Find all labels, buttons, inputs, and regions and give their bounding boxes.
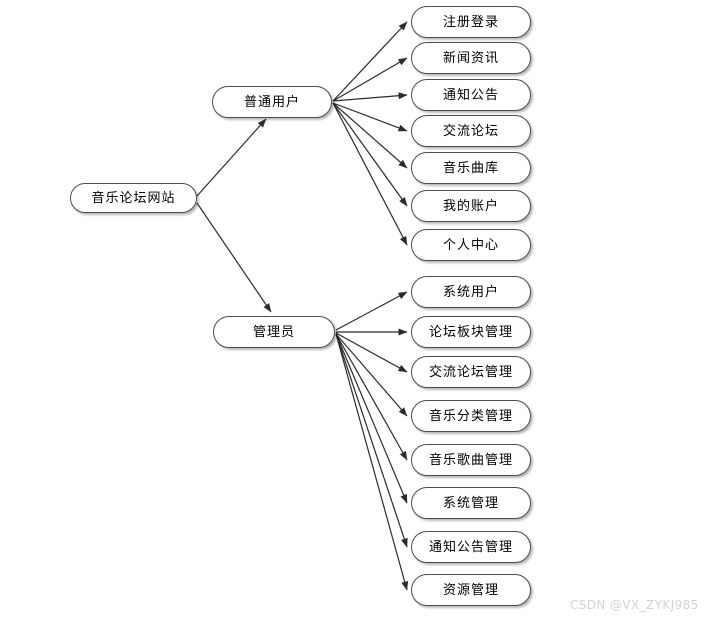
node-leaf-label: 资源管理 — [442, 582, 499, 598]
edge-admin-to-leaf-4 — [335, 333, 408, 417]
node-branch-user[interactable]: 普通用户 — [212, 86, 332, 118]
node-leaf-label: 个人中心 — [442, 237, 499, 253]
node-leaf-label: 我的账户 — [442, 198, 499, 214]
node-leaf-admin-system-manage[interactable]: 系统管理 — [411, 487, 531, 519]
node-leaf-label: 注册登录 — [442, 14, 499, 30]
edge-root-to-admin — [196, 202, 272, 313]
edge-admin-to-leaf-5 — [335, 333, 408, 461]
node-branch-user-label: 普通用户 — [243, 94, 300, 110]
node-leaf-user-notice[interactable]: 通知公告 — [411, 79, 531, 111]
node-root[interactable]: 音乐论坛网站 — [70, 183, 197, 213]
node-leaf-user-news[interactable]: 新闻资讯 — [411, 42, 531, 74]
edge-user-to-leaf-5 — [332, 102, 408, 169]
edge-admin-to-leaf-6 — [335, 333, 408, 504]
node-leaf-label: 交流论坛管理 — [428, 364, 513, 380]
node-branch-admin[interactable]: 管理员 — [213, 316, 335, 348]
node-leaf-user-forum[interactable]: 交流论坛 — [411, 115, 531, 147]
node-leaf-admin-system-user[interactable]: 系统用户 — [411, 276, 531, 308]
edge-root-to-user — [196, 118, 267, 197]
node-leaf-admin-music-category[interactable]: 音乐分类管理 — [411, 400, 531, 432]
node-leaf-label: 交流论坛 — [442, 123, 499, 139]
node-leaf-label: 论坛板块管理 — [428, 324, 513, 340]
node-leaf-admin-forum-manage[interactable]: 交流论坛管理 — [411, 356, 531, 388]
edge-user-to-leaf-6 — [332, 102, 408, 207]
edge-user-to-leaf-4 — [332, 102, 408, 132]
node-branch-admin-label: 管理员 — [252, 324, 295, 340]
edge-admin-to-leaf-8 — [335, 333, 409, 591]
node-leaf-user-music-library[interactable]: 音乐曲库 — [411, 152, 531, 184]
node-leaf-label: 新闻资讯 — [442, 50, 499, 66]
node-leaf-label: 音乐歌曲管理 — [428, 452, 513, 468]
node-leaf-label: 音乐分类管理 — [428, 408, 513, 424]
edge-user-to-leaf-2 — [332, 57, 408, 102]
edge-user-to-leaf-3 — [332, 92, 408, 102]
node-leaf-user-personal-center[interactable]: 个人中心 — [411, 229, 531, 261]
edge-user-to-leaf-1 — [332, 21, 408, 102]
node-leaf-user-register-login[interactable]: 注册登录 — [411, 6, 531, 38]
node-leaf-admin-music-song[interactable]: 音乐歌曲管理 — [411, 444, 531, 476]
edge-user-to-leaf-7 — [332, 102, 408, 246]
node-leaf-label: 系统用户 — [442, 284, 499, 300]
node-leaf-label: 系统管理 — [442, 495, 499, 511]
node-leaf-label: 通知公告管理 — [428, 539, 513, 555]
node-leaf-label: 音乐曲库 — [442, 160, 499, 176]
node-leaf-admin-forum-section[interactable]: 论坛板块管理 — [411, 316, 531, 348]
watermark: CSDN @VX_ZYKJ985 — [570, 598, 699, 612]
node-leaf-admin-notice-manage[interactable]: 通知公告管理 — [411, 531, 531, 563]
edge-admin-to-leaf-1 — [335, 291, 408, 331]
node-leaf-admin-resource-manage[interactable]: 资源管理 — [411, 574, 531, 606]
node-leaf-user-my-account[interactable]: 我的账户 — [411, 190, 531, 222]
node-root-label: 音乐论坛网站 — [91, 190, 176, 206]
edge-admin-to-leaf-7 — [335, 333, 408, 548]
edge-admin-to-leaf-3 — [335, 332, 408, 373]
node-leaf-label: 通知公告 — [442, 87, 499, 103]
